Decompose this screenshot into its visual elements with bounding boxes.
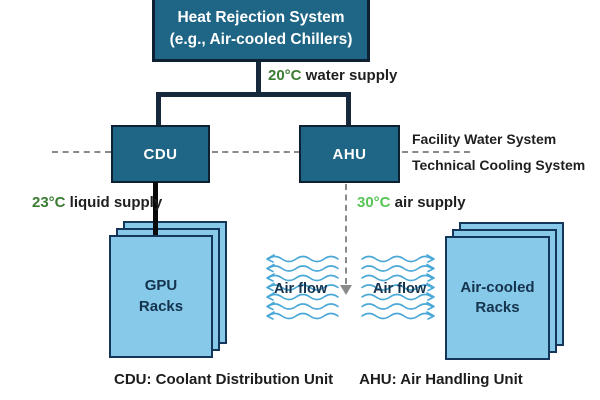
heat-rejection-line1: Heat Rejection System [177, 9, 345, 26]
air-flow-left-label: Air flow [274, 281, 328, 297]
air-cooled-racks-label: Air-cooled Racks [460, 278, 535, 316]
boundary-dash-right [402, 151, 470, 153]
facility-water-system-label: Facility Water System [412, 131, 557, 147]
air-cooled-racks-box: Air-cooled Racks [445, 236, 550, 360]
cdu-label: CDU [143, 145, 178, 163]
technical-cooling-system-label: Technical Cooling System [412, 157, 586, 173]
air-supply-label: 30°C air supply [357, 194, 466, 211]
ahu-label: AHU [332, 145, 367, 163]
legend-cdu: CDU: Coolant Distribution Unit [114, 371, 334, 388]
ahu-box: AHU [299, 125, 400, 183]
liquid-supply-label: 23°C liquid supply [32, 194, 162, 211]
legend-ahu: AHU: Air Handling Unit [359, 371, 523, 388]
ahu-air-dash-line [345, 184, 347, 284]
gpu-racks-box: GPU Racks [109, 235, 213, 358]
liquid-supply-text: liquid supply [65, 194, 163, 211]
water-supply-text: water supply [301, 67, 398, 84]
legend: CDU: Coolant Distribution Unit AHU: Air H… [114, 371, 523, 388]
air-flow-right-label: Air flow [373, 281, 427, 297]
water-supply-label: 20°C water supply [268, 67, 397, 84]
boundary-dash-left [52, 151, 111, 153]
connector-to-cdu [156, 92, 161, 126]
heat-rejection-system-box: Heat Rejection System (e.g., Air-cooled … [152, 0, 370, 62]
gpu-racks-label: GPU Racks [138, 277, 184, 315]
heat-rejection-line2: (e.g., Air-cooled Chillers) [169, 31, 353, 48]
air-flow-waves-left-icon [266, 254, 339, 320]
air-supply-text: air supply [390, 194, 466, 211]
water-supply-temp: 20°C [268, 67, 302, 84]
connector-to-ahu [346, 92, 351, 126]
liquid-supply-temp: 23°C [32, 194, 66, 211]
air-supply-arrow-icon [340, 285, 352, 295]
connector-top-vertical [256, 61, 261, 94]
boundary-dash-middle [212, 151, 300, 153]
air-flow-waves-right-icon [361, 254, 435, 320]
cdu-box: CDU [111, 125, 210, 183]
cdu-feed-line [153, 182, 158, 236]
connector-horizontal [156, 92, 351, 97]
air-supply-temp: 30°C [357, 194, 391, 211]
